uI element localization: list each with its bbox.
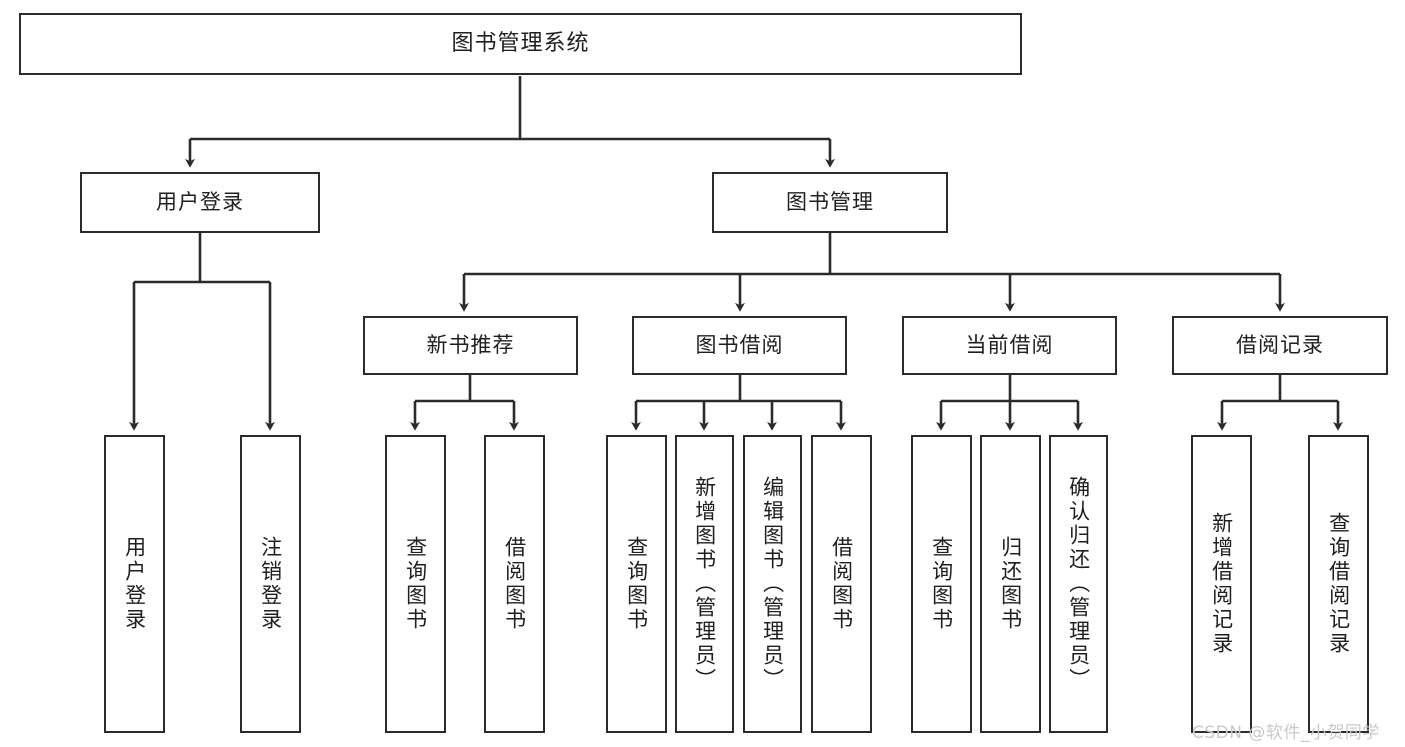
node-label: 图书管理	[786, 190, 874, 215]
node-label: 确认归还（管理员）	[1066, 476, 1091, 692]
node-label: 查询图书	[624, 536, 649, 632]
node-new-book-recommend[interactable]: 新书推荐	[363, 316, 578, 375]
node-label: 编辑图书（管理员）	[760, 476, 785, 692]
node-label: 注销登录	[258, 536, 283, 632]
csdn-watermark: CSDN @软件_小贺同学	[1192, 723, 1380, 743]
node-borrow-record[interactable]: 借阅记录	[1172, 316, 1388, 375]
node-label: 新增图书（管理员）	[692, 476, 717, 692]
leaf-user-logout[interactable]: 注销登录	[240, 435, 301, 733]
node-label: 用户登录	[122, 536, 147, 632]
node-label: 查询借阅记录	[1326, 512, 1351, 656]
leaf-add-borrow-record[interactable]: 新增借阅记录	[1191, 435, 1252, 733]
node-label: 借阅记录	[1236, 333, 1324, 358]
leaf-query-book-borrow[interactable]: 查询图书	[606, 435, 667, 733]
node-label: 新书推荐	[426, 333, 515, 358]
leaf-add-book[interactable]: 新增图书（管理员）	[675, 435, 734, 733]
node-label: 新增借阅记录	[1209, 512, 1234, 656]
leaf-borrow-book-recommend[interactable]: 借阅图书	[484, 435, 545, 733]
leaf-query-book-recommend[interactable]: 查询图书	[385, 435, 446, 733]
node-label: 图书管理系统	[451, 31, 590, 57]
leaf-confirm-return[interactable]: 确认归还（管理员）	[1049, 435, 1108, 733]
node-label: 查询图书	[403, 536, 428, 632]
node-label: 当前借阅	[965, 333, 1054, 358]
node-label: 查询图书	[929, 536, 954, 632]
node-current-borrow[interactable]: 当前借阅	[902, 316, 1117, 375]
leaf-query-borrow-record[interactable]: 查询借阅记录	[1308, 435, 1369, 733]
node-root-system[interactable]: 图书管理系统	[19, 13, 1022, 75]
node-label: 用户登录	[156, 190, 244, 215]
node-label: 归还图书	[998, 536, 1023, 632]
leaf-edit-book[interactable]: 编辑图书（管理员）	[743, 435, 802, 733]
leaf-user-login[interactable]: 用户登录	[104, 435, 165, 733]
node-user-login[interactable]: 用户登录	[80, 172, 320, 233]
node-label: 借阅图书	[502, 536, 527, 632]
leaf-return-book[interactable]: 归还图书	[980, 435, 1041, 733]
node-label: 图书借阅	[695, 333, 784, 358]
node-book-borrow[interactable]: 图书借阅	[632, 316, 847, 375]
node-label: 借阅图书	[829, 536, 854, 632]
leaf-query-book-current[interactable]: 查询图书	[911, 435, 972, 733]
node-book-management[interactable]: 图书管理	[712, 172, 948, 233]
leaf-borrow-book[interactable]: 借阅图书	[811, 435, 872, 733]
